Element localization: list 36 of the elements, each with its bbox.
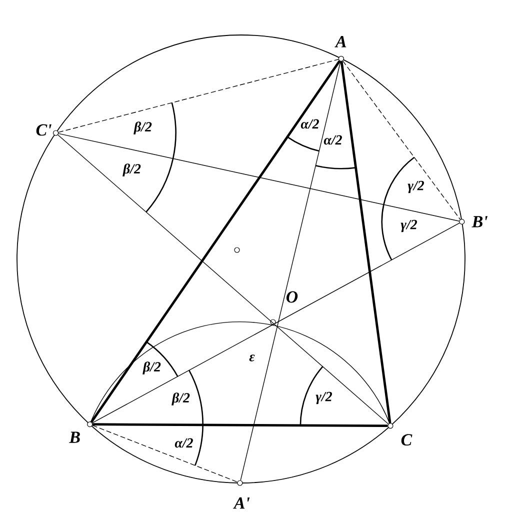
angle-label: γ/2	[316, 392, 332, 404]
angle-label: γ/2	[400, 220, 417, 232]
angle-label: β/2	[122, 164, 141, 176]
line	[58, 133, 460, 222]
point	[87, 422, 93, 428]
point-label: B	[69, 432, 80, 443]
angle-label: β/2	[134, 122, 152, 134]
angle-label: ε	[249, 354, 255, 362]
angle-label: β/2	[172, 392, 190, 406]
line	[58, 134, 389, 424]
angle-label: α/2	[174, 438, 193, 448]
line	[342, 60, 461, 220]
line	[92, 222, 460, 424]
point	[270, 319, 276, 325]
angle-label: α/2	[324, 135, 342, 145]
point	[237, 480, 243, 486]
point-label: C'	[36, 124, 52, 136]
line	[340, 61, 392, 424]
angle-label: β/2	[142, 362, 161, 374]
point	[338, 56, 344, 62]
line	[90, 60, 341, 423]
angle-label: α/2	[300, 119, 319, 129]
angle-label: γ/2	[408, 180, 424, 194]
point	[53, 130, 59, 136]
line	[92, 425, 238, 482]
point-label: C	[401, 434, 412, 446]
center-point	[234, 247, 240, 253]
point-label: A'	[233, 497, 250, 509]
point-label: O	[286, 291, 298, 303]
point-label: A	[334, 36, 346, 48]
point-label: B'	[472, 216, 488, 228]
point	[388, 423, 394, 429]
line	[92, 423, 388, 428]
line	[240, 61, 341, 481]
point	[459, 218, 465, 224]
line	[58, 59, 339, 133]
